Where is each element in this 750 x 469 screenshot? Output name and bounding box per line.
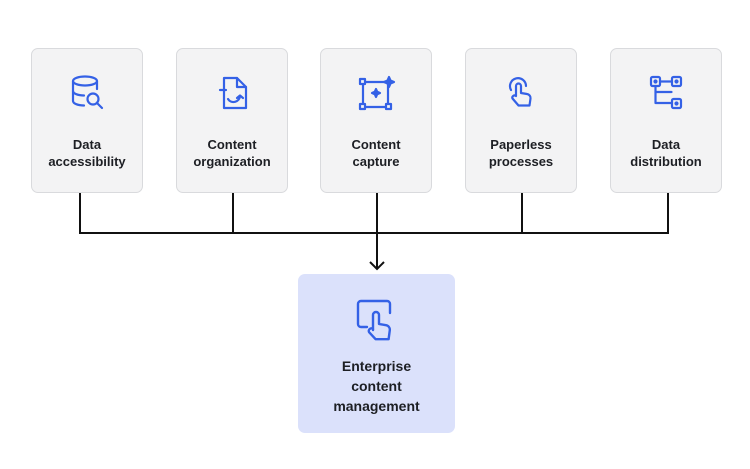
tap-hand-icon bbox=[508, 77, 532, 107]
capture-frame-icon bbox=[358, 75, 396, 111]
target-label: Enterprise content management bbox=[333, 358, 420, 414]
touch-screen-icon bbox=[356, 299, 392, 341]
workflow-icon bbox=[649, 75, 683, 110]
node-label: Content capture bbox=[351, 137, 401, 169]
node-paperless-processes: Paperless processes bbox=[465, 48, 577, 193]
node-label: Data accessibility bbox=[48, 137, 126, 169]
target-enterprise-content-management: Enterprise content management bbox=[298, 274, 455, 433]
file-refresh-icon bbox=[218, 76, 248, 110]
node-content-capture: Content capture bbox=[320, 48, 432, 193]
node-label: Content organization bbox=[193, 137, 271, 169]
database-search-icon bbox=[71, 75, 104, 110]
node-label: Paperless processes bbox=[488, 137, 554, 169]
arrow-head bbox=[369, 261, 385, 271]
node-data-distribution: Data distribution bbox=[610, 48, 722, 193]
node-content-organization: Content organization bbox=[176, 48, 288, 193]
node-label: Data distribution bbox=[630, 137, 702, 169]
node-data-accessibility: Data accessibility bbox=[31, 48, 143, 193]
